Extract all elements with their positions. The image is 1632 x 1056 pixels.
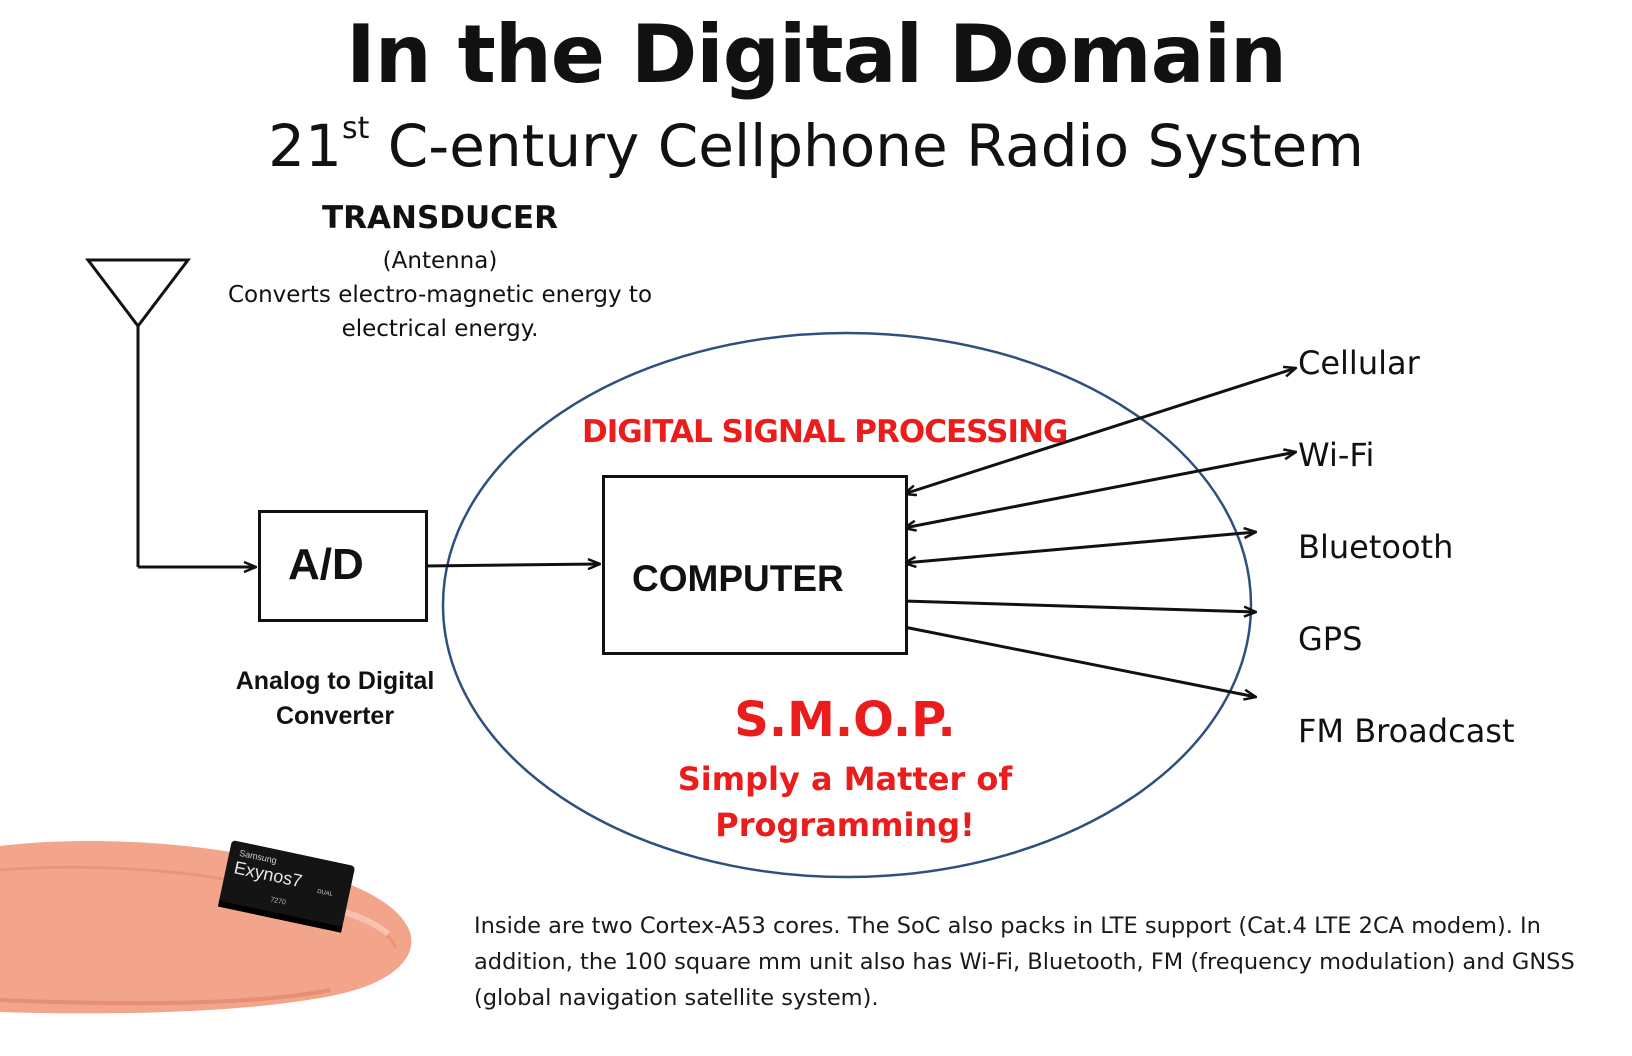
subtitle-rest: C-entury Cellphone Radio System [369,112,1364,180]
ad-converter-caption: Analog to Digital Converter [200,664,470,734]
chip-model: 7270 [270,896,287,906]
output-cellular: Cellular [1298,344,1420,382]
output-bluetooth: Bluetooth [1298,528,1454,566]
computer-label: COMPUTER [632,558,844,599]
transducer-line: Converts electro-magnetic energy to [227,282,653,308]
ad-caption-line: Analog to Digital [235,667,435,695]
smop-line: Programming! [715,806,975,844]
smop-title: S.M.O.P. [734,692,956,748]
smop-line: Simply a Matter of [677,760,1013,798]
ad-to-computer-wire [423,564,600,566]
dsp-ellipse [441,331,1253,879]
chip-caption: Inside are two Cortex-A53 cores. The SoC… [474,913,1575,1011]
transducer-line: electrical energy. [341,316,539,342]
output-wifi: Wi-Fi [1298,436,1375,474]
computer-box [602,475,908,655]
arrow-gps [903,599,1256,612]
arrow-fm [903,625,1256,697]
antenna-icon [84,258,192,567]
dsp-label: DIGITAL SIGNAL PROCESSING [582,414,1068,450]
transducer-line: (Antenna) [382,248,498,274]
transducer-heading: TRANSDUCER [322,200,558,236]
finger-chip-photo: Samsung Exynos7 DUAL 7270 [0,840,412,1014]
page-title: In the Digital Domain [346,8,1287,101]
arrow-bluetooth [904,532,1256,563]
subtitle-superscript: st [341,110,370,146]
output-gps: GPS [1298,620,1363,658]
ad-converter-box [258,510,428,622]
ad-caption-line: Converter [275,702,395,730]
output-fm-broadcast: FM Broadcast [1298,712,1515,750]
smop-description: Simply a Matter of Programming! [660,756,1030,848]
chip-variant: DUAL [316,889,334,898]
subtitle-prefix: 21 [268,112,342,180]
page-subtitle: 21st C-entury Cellphone Radio System [0,110,1632,180]
transducer-description: (Antenna) Converts electro-magnetic ener… [190,244,690,346]
ad-box-label: A/D [288,540,364,589]
arrow-wifi [904,452,1296,528]
